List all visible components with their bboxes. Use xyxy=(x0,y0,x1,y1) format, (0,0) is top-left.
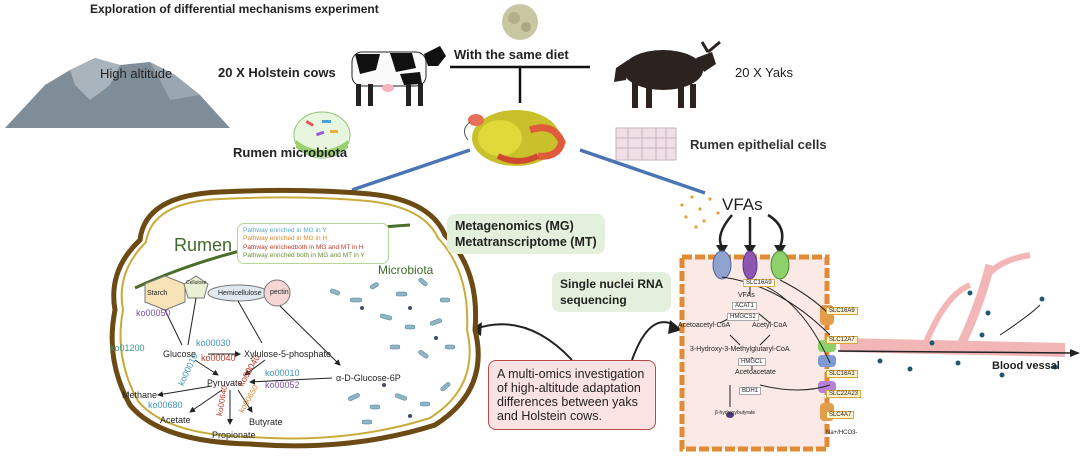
rumen-microbiota-label: Rumen microbiota xyxy=(233,145,348,160)
methane-node: Methane xyxy=(122,390,158,400)
stomach-illustration xyxy=(464,110,566,166)
acetyl-label: Acetyl-CoA xyxy=(752,322,788,329)
legend-item-mg-y: Pathway enriched in MG in Y xyxy=(243,227,327,234)
ions-label: Na+/HCO3- xyxy=(826,430,858,436)
ko00050-label: ko00050 xyxy=(136,308,171,318)
hmgcl-label: HMGCL xyxy=(738,358,766,366)
diet-word: diet xyxy=(545,47,569,62)
snrna-label-line1: Single nuclei RNA xyxy=(560,277,664,291)
pathway-diagram xyxy=(144,275,456,425)
legend-item-both-h: Pathway enrichedboth in MG and MT in H xyxy=(243,243,364,251)
pathway-legend: Pathway enriched in MG in Y Pathway enri… xyxy=(237,223,389,265)
legend-item-mg-h: Pathway enriched in MG in H xyxy=(243,235,328,243)
diet-tree-lines xyxy=(450,4,590,103)
yak-illustration xyxy=(614,40,721,108)
slc22a23-label: SLC22A23 xyxy=(826,390,862,398)
ko00040-label-a: ko00040 xyxy=(201,353,236,363)
yaks-label: 20 X Yaks xyxy=(735,65,794,80)
glucose-node: Glucose xyxy=(163,349,197,359)
butyrate-node: Butyrate xyxy=(249,417,283,427)
page-title: Exploration of differential mechanisms e… xyxy=(90,2,379,16)
hmg-coa-label: 3-Hydroxy-3-Methylglutaryl-CoA xyxy=(690,346,790,353)
starch-label: Starch xyxy=(147,290,168,297)
blood-vessel-label: Blood vessal xyxy=(992,360,1060,372)
cell-panel xyxy=(679,195,1080,452)
holstein-label: 20 X Holstein cows xyxy=(218,65,336,80)
mountain-illustration xyxy=(5,58,230,128)
hemicellulose-label: Hemicellulose xyxy=(218,290,262,297)
bhb-label: β-hydroxybutyrate xyxy=(715,410,756,416)
high-altitude-label: High altitude xyxy=(100,66,173,81)
glucose6p-node: α-D-Glucose-6P xyxy=(336,373,401,383)
epithelial-cells-illustration xyxy=(615,127,677,161)
slc16a1-label: SLC16A1 xyxy=(826,370,858,378)
hmgcs2-label: HMGCS2 xyxy=(727,313,759,321)
metatranscriptome-label: Metatranscriptome (MT) xyxy=(455,235,597,249)
summary-box: A multi-omics investigation of high-alti… xyxy=(488,360,656,430)
acetoacetyl-label: Acetoacetyl-CoA xyxy=(678,322,731,329)
slc16a9-top-label: SLC16A9 xyxy=(743,279,775,287)
ko00030-label: ko00030 xyxy=(196,338,231,348)
acetate-node: Acetate xyxy=(160,415,191,425)
metagenomics-label: Metagenomics (MG) xyxy=(455,219,574,233)
pyruvate-node: Pyruvate xyxy=(207,378,243,388)
ko00010-label-b: ko00010 xyxy=(265,368,300,378)
rumen-label: Rumen xyxy=(174,235,233,255)
acetoacetate-label: Acetoacetate xyxy=(735,369,776,376)
cellulose-label: Cellulose xyxy=(186,280,207,286)
slc16a9-label: SLC16A9 xyxy=(826,307,858,315)
microbiota-bubble-illustration xyxy=(293,111,351,159)
diet-prefix: With the same xyxy=(454,47,543,62)
ko01200-label: ko01200 xyxy=(110,343,145,353)
bdh1-label: BDH1 xyxy=(739,387,762,395)
microbiota-label: Microbiota xyxy=(378,263,434,277)
diet-label: With the same diet xyxy=(454,47,569,62)
acat1-label: ACAT1 xyxy=(732,302,757,310)
metagenomics-box: Metagenomics (MG) Metatranscriptome (MT) xyxy=(447,214,605,254)
snrna-box: Single nuclei RNA sequencing xyxy=(552,272,672,312)
legend-item-both-y: Pathway enriched both in MG and MT in Y xyxy=(243,251,365,259)
propionate-node: Propionate xyxy=(212,430,256,440)
snrna-label-line2: sequencing xyxy=(560,293,627,307)
vfas-big-label: VFAs xyxy=(722,195,763,214)
vfas-small-label: VFAs xyxy=(738,292,755,299)
holstein-cow-illustration xyxy=(351,46,446,106)
ko00680-label: ko00680 xyxy=(148,400,183,410)
slc12a7-label: SLC12A7 xyxy=(826,336,858,344)
ko00052-label: ko00052 xyxy=(265,380,300,390)
slc4a7-label: SLC4A7 xyxy=(826,411,855,419)
pectin-label: pectin xyxy=(270,289,289,296)
rumen-epithelial-label: Rumen epithelial cells xyxy=(690,137,827,152)
xylulose-node: Xylulose-5-phosphate xyxy=(244,349,332,359)
